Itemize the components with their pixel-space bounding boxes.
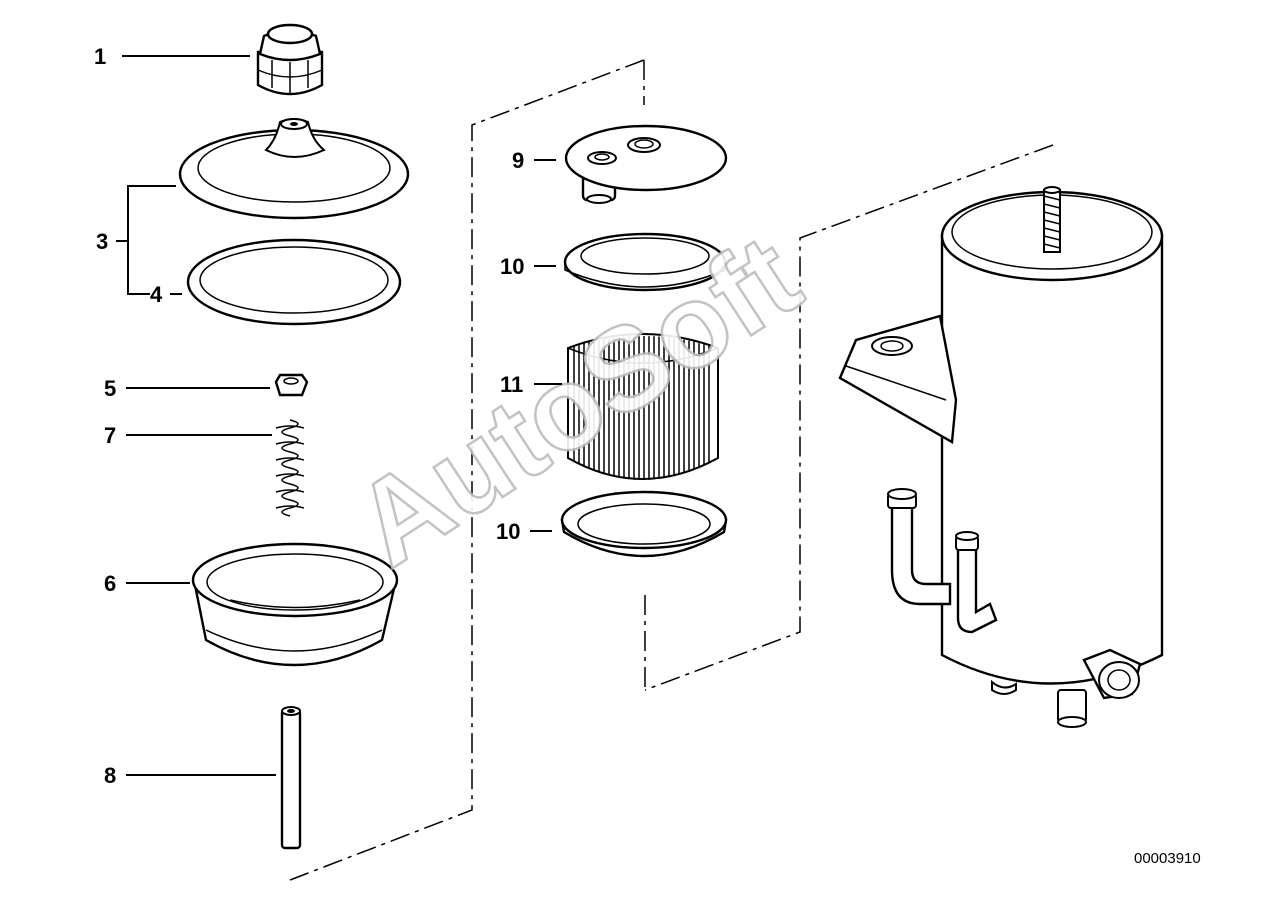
callout-3: 3 xyxy=(96,229,108,254)
callout-4: 4 xyxy=(150,282,163,307)
callout-1: 1 xyxy=(94,44,106,69)
callout-labels: 1 3 4 5 7 6 8 9 10 11 10 xyxy=(94,44,524,788)
leader-lines xyxy=(116,55,562,776)
part-11-filter-element xyxy=(567,333,719,480)
callout-9: 9 xyxy=(512,148,524,173)
part-3-cover xyxy=(178,118,410,220)
callout-6: 6 xyxy=(104,571,116,596)
assembly-guide-lines xyxy=(289,59,1054,881)
drawing-number: 00003910 xyxy=(1134,850,1201,867)
callout-8: 8 xyxy=(104,763,116,788)
callout-7: 7 xyxy=(104,423,116,448)
part-8-pipe xyxy=(280,706,302,850)
part-4-seal-ring xyxy=(186,238,402,326)
callout-10-lower: 10 xyxy=(496,519,520,544)
reservoir-housing xyxy=(838,186,1164,728)
part-10-seal-ring-lower xyxy=(560,490,728,558)
part-10-seal-ring-upper xyxy=(563,232,727,292)
callout-10-upper: 10 xyxy=(500,254,524,279)
part-9-cover-plate xyxy=(564,124,728,204)
part-7-spring xyxy=(275,419,305,517)
part-5-hex-nut xyxy=(274,373,309,397)
part-6-housing-bowl xyxy=(191,542,399,667)
part-1-cap-nut xyxy=(256,23,324,96)
callout-11: 11 xyxy=(500,372,523,397)
callout-5: 5 xyxy=(104,376,116,401)
